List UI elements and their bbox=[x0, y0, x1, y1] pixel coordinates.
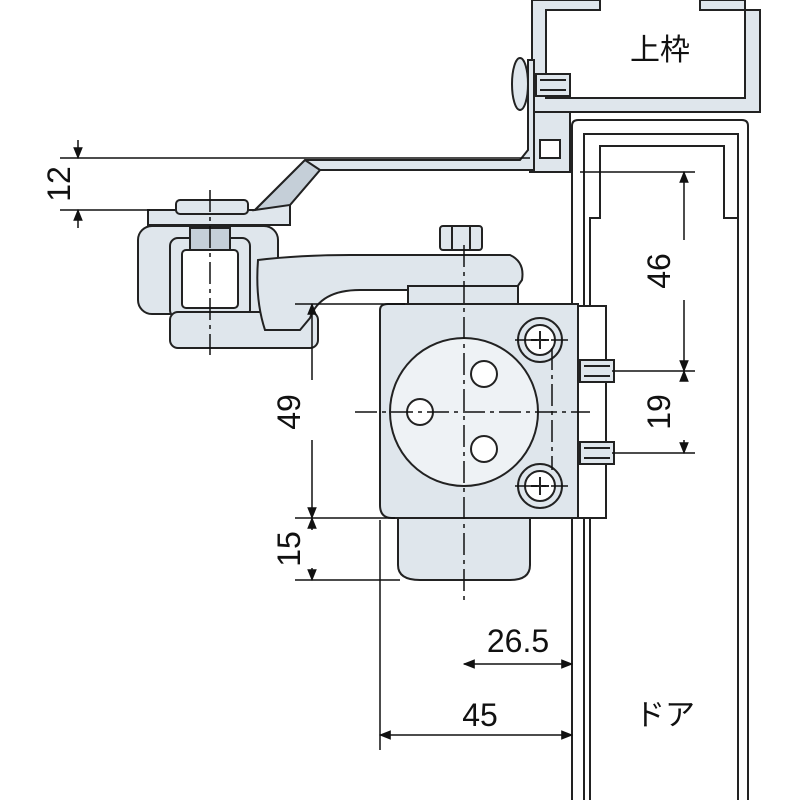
frame-screw bbox=[511, 57, 571, 111]
upper-frame bbox=[529, 0, 761, 173]
dimension-lines bbox=[73, 140, 689, 740]
frame-label: 上枠 bbox=[630, 33, 690, 68]
dim-49: 49 bbox=[271, 394, 307, 430]
dim-19: 19 bbox=[641, 394, 677, 430]
dim-46: 46 bbox=[641, 253, 677, 289]
dim-26-5: 26.5 bbox=[487, 623, 549, 659]
top-nut bbox=[439, 225, 483, 251]
set-screw-lower bbox=[579, 441, 615, 465]
door-label: ドア bbox=[635, 698, 695, 733]
phillips-screw-bottom bbox=[517, 463, 563, 509]
dim-15: 15 bbox=[271, 531, 307, 567]
dim-45: 45 bbox=[462, 697, 498, 733]
arm-bracket bbox=[147, 59, 535, 226]
dim-12: 12 bbox=[41, 166, 77, 202]
center-lines bbox=[209, 190, 590, 600]
door-profile bbox=[571, 119, 749, 800]
set-screw-upper bbox=[579, 359, 615, 383]
